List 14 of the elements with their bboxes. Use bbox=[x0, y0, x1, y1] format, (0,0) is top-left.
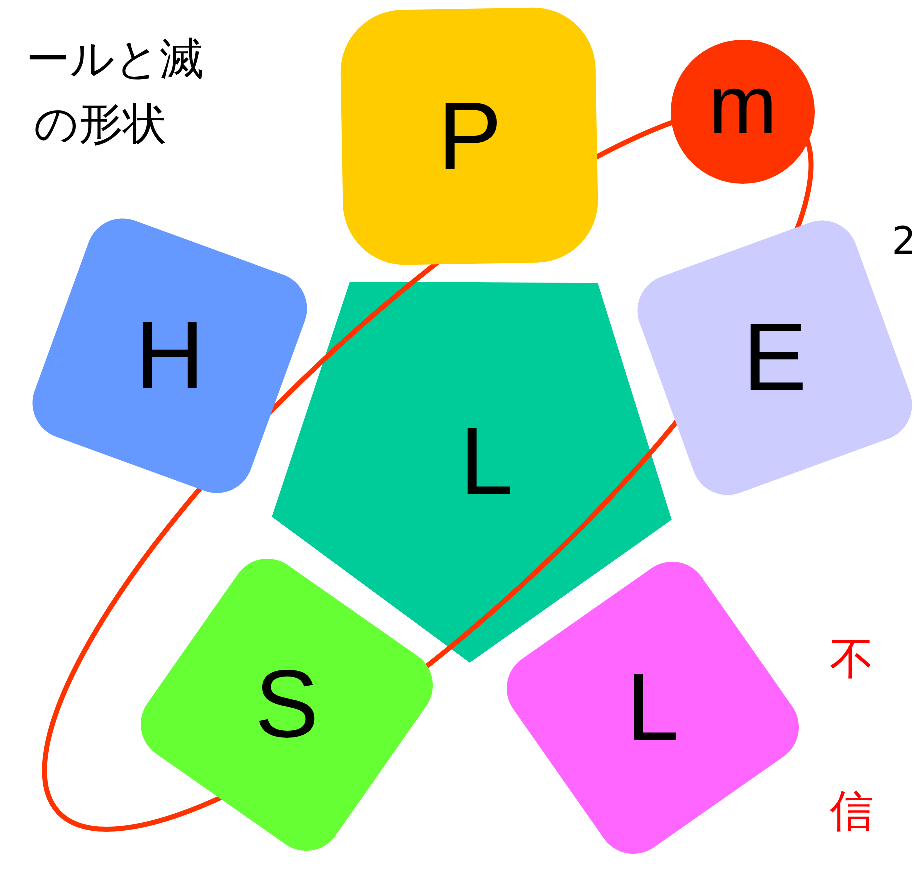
text-fragment: の形状 bbox=[34, 103, 167, 147]
text-fragment: 2 bbox=[892, 222, 916, 260]
text-fragment: 信 bbox=[830, 790, 874, 834]
shape-letter: S bbox=[254, 656, 319, 753]
shape-letter: L bbox=[626, 660, 680, 756]
shape-letter: H bbox=[135, 308, 205, 404]
text-fragment: 不 bbox=[830, 638, 874, 682]
pentagon bbox=[272, 282, 674, 664]
text-fragment: ールと滅 bbox=[26, 38, 204, 82]
rounded-square bbox=[340, 8, 600, 266]
shape-letter: E bbox=[742, 310, 807, 406]
shape-letter: m bbox=[708, 65, 778, 147]
shape-letter: P bbox=[438, 88, 502, 185]
shape-letter: L bbox=[460, 414, 514, 510]
